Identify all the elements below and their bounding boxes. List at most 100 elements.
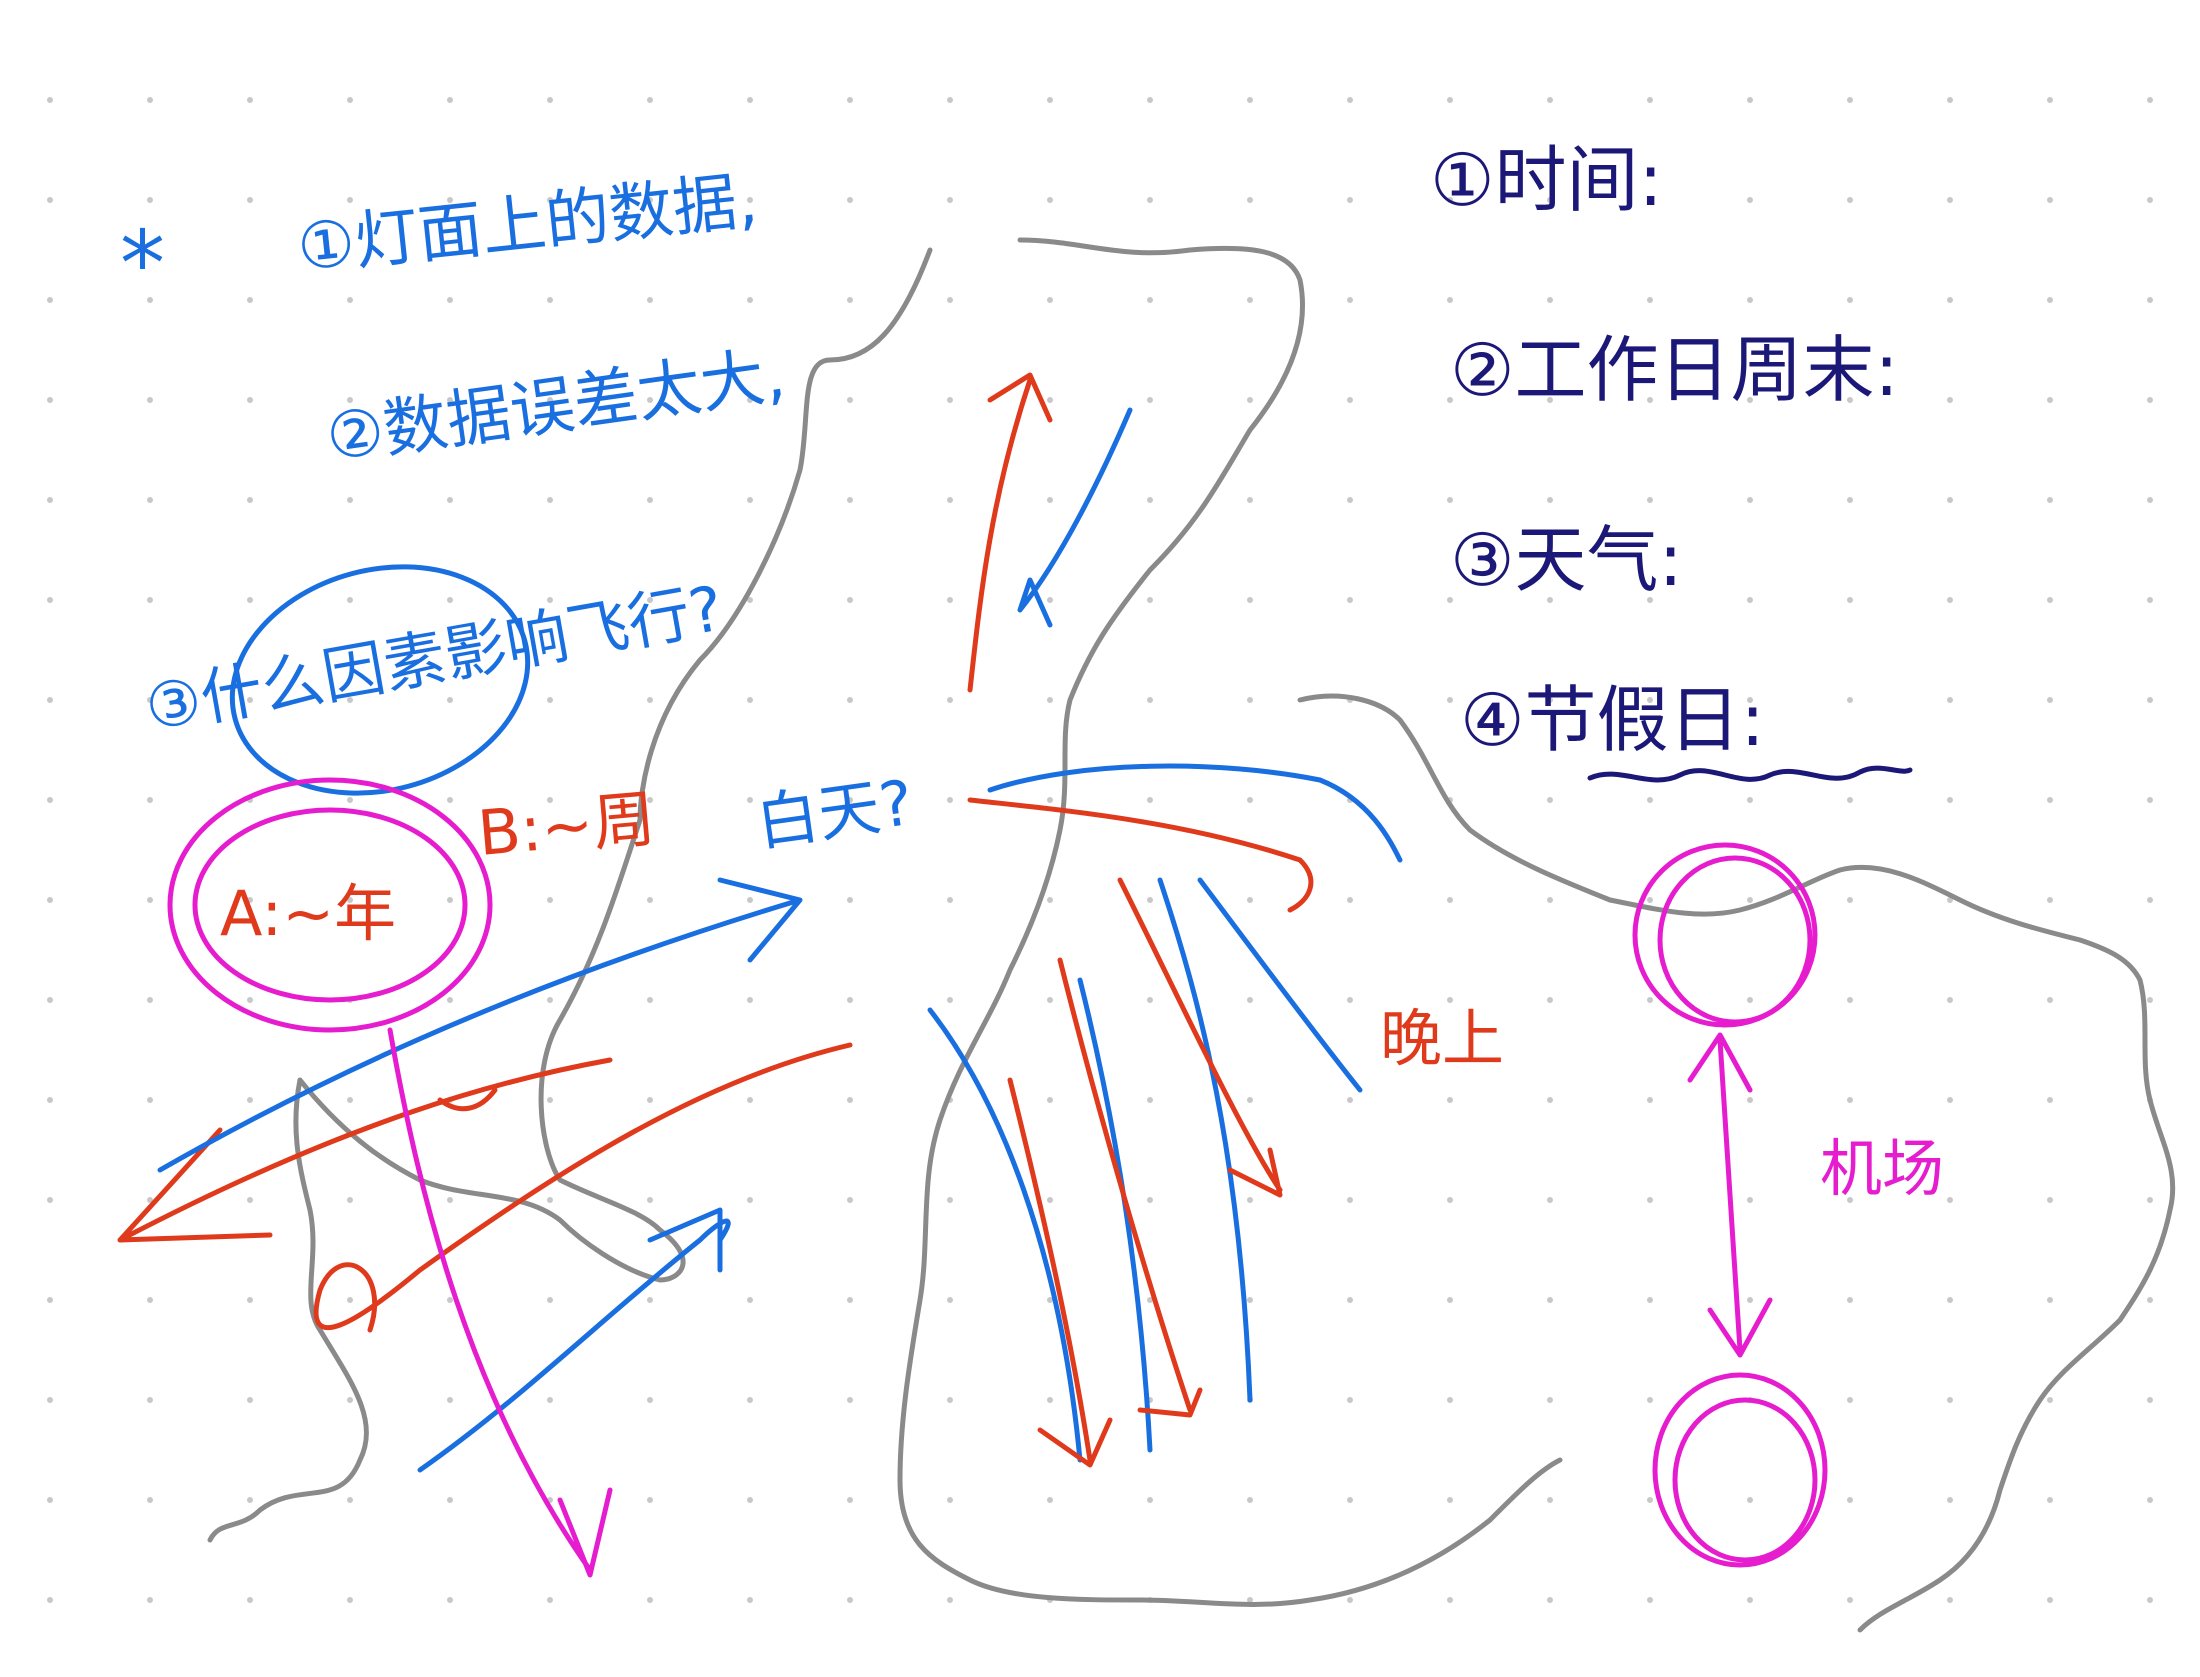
arrow-red-small <box>437 1087 498 1112</box>
grid-dot <box>147 1297 153 1303</box>
grid-dot <box>1547 97 1553 103</box>
grid-dot <box>847 1297 853 1303</box>
grid-dot <box>1247 297 1253 303</box>
grid-dot <box>2047 1197 2053 1203</box>
grid-dot <box>447 597 453 603</box>
grid-dot <box>747 1497 753 1503</box>
grid-dot <box>847 797 853 803</box>
grid-dot <box>747 197 753 203</box>
grid-dot <box>1747 697 1753 703</box>
grid-dot <box>1647 597 1653 603</box>
grid-dot <box>1247 97 1253 103</box>
grid-dot <box>347 1297 353 1303</box>
arrow-blue-lower <box>417 1207 731 1473</box>
grid-dot <box>1047 597 1053 603</box>
arrow-red-fan-2 <box>1057 957 1203 1418</box>
grid-dot <box>1847 897 1853 903</box>
grid-dot <box>347 597 353 603</box>
grid-dot <box>1447 197 1453 203</box>
grid-dot <box>1947 997 1953 1003</box>
note-right-4-underline <box>1587 765 1913 783</box>
grid-dot <box>2047 1497 2053 1503</box>
grid-dot <box>147 897 153 903</box>
arrow-blue-fan-1 <box>927 1007 1083 1463</box>
grid-dot <box>1147 297 1153 303</box>
grid-dot <box>2047 497 2053 503</box>
grid-dot <box>1447 897 1453 903</box>
grid-dot <box>1547 597 1553 603</box>
note-right-4: ④节假日: <box>1460 678 1765 762</box>
grid-dot <box>1047 997 1053 1003</box>
grid-dot <box>1647 1497 1653 1503</box>
grid-dot <box>2047 697 2053 703</box>
grid-dot <box>1847 1497 1853 1503</box>
grid-dot <box>847 397 853 403</box>
grid-dot <box>347 497 353 503</box>
grid-dot <box>247 997 253 1003</box>
grid-dot <box>547 1197 553 1203</box>
arrow-red-fan-1 <box>1007 1077 1113 1468</box>
grid-dot <box>1547 897 1553 903</box>
grid-dot <box>1147 497 1153 503</box>
grid-dot <box>1747 197 1753 203</box>
grid-dot <box>1447 1597 1453 1603</box>
note-item-2: ②数据误差太大, <box>322 338 790 476</box>
grid-dot <box>1547 1097 1553 1103</box>
grid-dot <box>1347 497 1353 503</box>
grid-dot <box>1847 397 1853 403</box>
grid-dot <box>1847 1197 1853 1203</box>
grid-dot <box>847 97 853 103</box>
grid-dot <box>47 1197 53 1203</box>
grid-dot <box>547 197 553 203</box>
grid-dot <box>2047 1297 2053 1303</box>
grid-dot <box>647 897 653 903</box>
grid-dot <box>1347 397 1353 403</box>
grid-dot <box>2147 1497 2153 1503</box>
grid-dot <box>1347 197 1353 203</box>
grid-dot <box>447 997 453 1003</box>
grid-dot <box>347 197 353 203</box>
grid-dot <box>1947 1097 1953 1103</box>
grid-dot <box>847 697 853 703</box>
grid-dot <box>1647 1097 1653 1103</box>
grid-dot <box>1547 997 1553 1003</box>
arrow-red-left-1 <box>117 1057 613 1243</box>
grid-dot <box>2147 297 2153 303</box>
grid-dot <box>47 497 53 503</box>
grid-dot <box>1947 497 1953 503</box>
grid-dot <box>1947 1397 1953 1403</box>
grid-dot <box>1747 1297 1753 1303</box>
grid-dot <box>747 1197 753 1203</box>
grid-dot <box>247 1397 253 1403</box>
grid-dot <box>447 197 453 203</box>
grid-dot <box>2147 1397 2153 1403</box>
grid-dot <box>47 1597 53 1603</box>
grid-dot <box>1647 797 1653 803</box>
grid-dot <box>47 397 53 403</box>
grid-dot <box>747 1097 753 1103</box>
grid-dot <box>1847 1297 1853 1303</box>
grid-dot <box>1647 297 1653 303</box>
grid-dot <box>447 1497 453 1503</box>
grid-dot <box>1047 1097 1053 1103</box>
grid-dot <box>2147 97 2153 103</box>
grid-dot <box>47 1297 53 1303</box>
grid-dot <box>547 797 553 803</box>
grid-dot <box>747 1397 753 1403</box>
grid-dot <box>847 1597 853 1603</box>
grid-dot <box>2147 997 2153 1003</box>
grid-dot <box>847 1497 853 1503</box>
grid-dot <box>147 797 153 803</box>
grid-dot <box>47 997 53 1003</box>
grid-dot <box>1347 997 1353 1003</box>
grid-dot <box>1247 597 1253 603</box>
grid-dot <box>2047 1097 2053 1103</box>
a-circle-outer <box>167 777 493 1033</box>
grid-dot <box>1547 1497 1553 1503</box>
grid-dot <box>447 1597 453 1603</box>
dot-grid <box>47 97 2153 1603</box>
grid-dot <box>1247 1097 1253 1103</box>
grid-dot <box>1147 1197 1153 1203</box>
grid-dot <box>747 697 753 703</box>
